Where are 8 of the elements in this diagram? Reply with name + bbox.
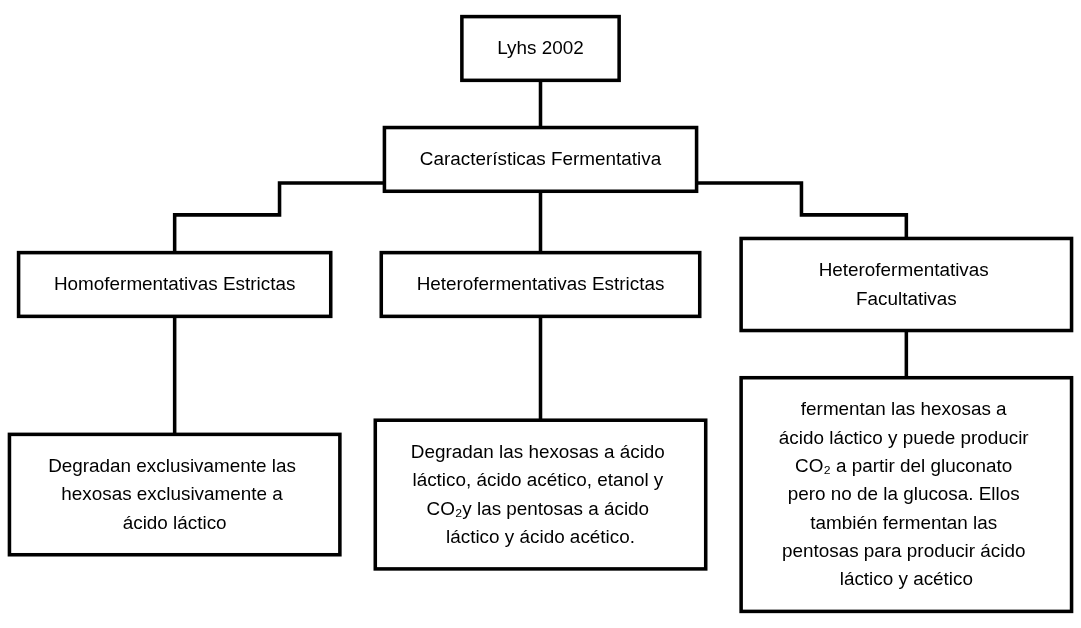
node-box: Homofermentativas Estrictas xyxy=(16,250,333,319)
node-box: Heterofermentativas Estrictas xyxy=(379,250,702,319)
node-box: Características Fermentativa xyxy=(382,125,699,194)
node-box: Lyhs 2002 xyxy=(460,14,621,83)
node-box: fermentan las hexosas a ácido láctico y puede producir CO₂ a partir del gluconato pero no de la glucosa. Ellos también fermentan las pentosas para producir ácido láctico y acético xyxy=(739,375,1074,614)
node-box: Degradan las hexosas a ácido láctico, ácido acético, etanol y CO₂y las pentosas a ácido láctico y ácido acético. xyxy=(373,418,708,571)
node-box: Degradan exclusivamente las hexosas exclusivamente a ácido láctico xyxy=(7,432,342,557)
node-box: Heterofermentativas Facultativas xyxy=(739,236,1074,333)
